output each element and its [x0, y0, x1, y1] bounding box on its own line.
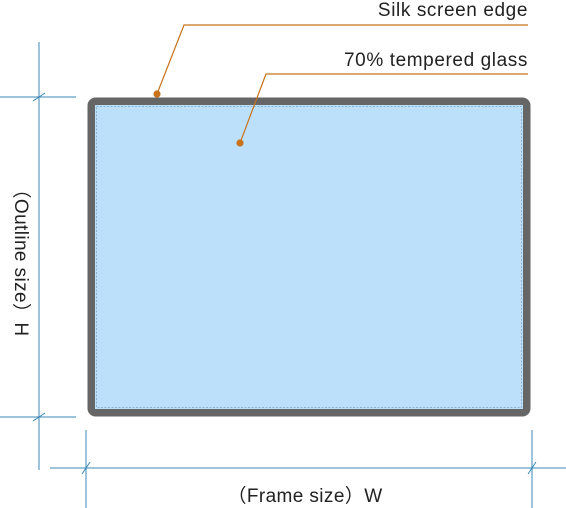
- width-tick-right: [527, 461, 537, 475]
- silk-screen-callout: Silk screen edge: [153, 0, 528, 98]
- glass-inner-edge: [96, 106, 522, 408]
- glass-leader: [239, 73, 528, 144]
- silk-screen-leader-dot: [153, 90, 161, 98]
- height-label: （Outline size）H: [10, 180, 32, 337]
- glass-label: 70% tempered glass: [344, 50, 528, 71]
- height-tick-bottom: [32, 412, 46, 422]
- silk-screen-label: Silk screen edge: [378, 0, 528, 21]
- tempered-glass-area: [95, 105, 523, 409]
- glass-leader-dot: [236, 139, 244, 147]
- silk-screen-leader: [156, 24, 528, 95]
- height-tick-top: [32, 92, 46, 102]
- glass-callout: 70% tempered glass: [236, 50, 528, 147]
- width-tick-left: [81, 461, 91, 475]
- height-dimension: [0, 42, 76, 470]
- width-dimension: [50, 430, 566, 508]
- width-label: （Frame size）W: [227, 485, 382, 507]
